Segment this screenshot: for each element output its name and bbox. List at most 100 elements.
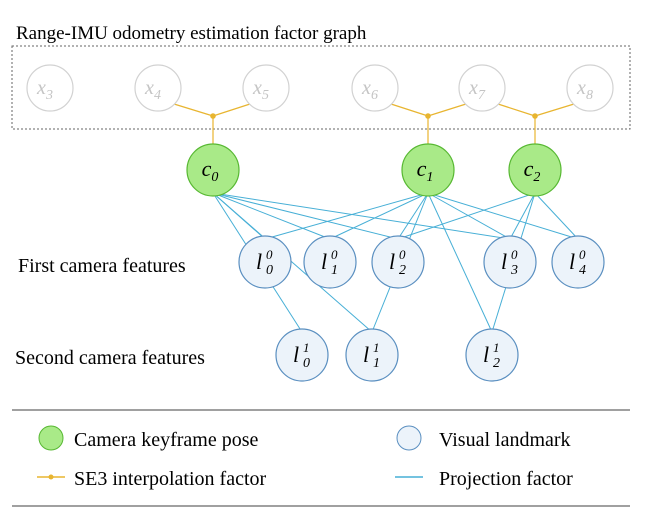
projection-factor-edge	[329, 192, 429, 240]
state-node-x6: x6	[351, 64, 399, 112]
landmark-feature-index: 4	[579, 263, 586, 278]
state-node-circle	[458, 64, 506, 112]
state-var: x	[468, 77, 478, 99]
state-node-x5: x5	[242, 64, 290, 112]
state-index: 4	[154, 88, 161, 103]
keyframe-index: 0	[211, 170, 218, 185]
projection-factor-edge	[212, 192, 399, 240]
state-index: 6	[371, 88, 378, 103]
projection-factor-edge	[264, 192, 429, 240]
landmark-feature-index: 2	[493, 356, 500, 371]
keyframe-node-circle	[401, 143, 455, 197]
legend-interpolation-dot	[48, 474, 54, 480]
state-node-label: x5	[252, 77, 269, 103]
landmark-node-circle	[275, 328, 329, 382]
state-var: x	[576, 77, 586, 99]
projection-factor-edge	[212, 192, 373, 333]
state-node-circle	[134, 64, 182, 112]
second-features-label: Second camera features	[15, 347, 205, 369]
landmark-var: l	[363, 342, 369, 367]
keyframe-node-circle	[186, 143, 240, 197]
landmark-node-circle	[238, 235, 292, 289]
state-node-label: x8	[576, 77, 593, 103]
state-node-x4: x4	[134, 64, 182, 112]
landmark-node-circle	[371, 235, 425, 289]
state-node-circle	[566, 64, 614, 112]
landmark-camera-index: 0	[579, 247, 586, 262]
landmark-feature-index: 1	[373, 356, 380, 371]
interpolation-factor-edge	[173, 103, 214, 117]
state-var: x	[36, 77, 46, 99]
landmark-var: l	[501, 249, 507, 274]
landmark-camera-index: 1	[303, 340, 310, 355]
state-index: 3	[45, 88, 53, 103]
legend-landmark-swatch	[396, 425, 422, 451]
state-node-x3: x3	[26, 64, 74, 112]
interpolation-factor-dot	[532, 113, 538, 119]
keyframe-node-label: c1	[417, 156, 434, 185]
state-node-x7: x7	[458, 64, 506, 112]
state-node-label: x4	[144, 77, 161, 103]
landmark-var: l	[483, 342, 489, 367]
state-node-circle	[242, 64, 290, 112]
keyframe-node-c1: c1	[401, 143, 455, 197]
projection-factor-edge	[427, 192, 511, 240]
state-var: x	[252, 77, 262, 99]
interpolation-factor-edge	[427, 103, 467, 117]
projection-factor-edge	[509, 192, 536, 240]
keyframe-index: 2	[533, 170, 540, 185]
projection-factor-edge	[397, 192, 429, 240]
state-index: 8	[586, 88, 593, 103]
landmark-camera-index: 1	[373, 340, 380, 355]
landmark-feature-index: 2	[399, 263, 406, 278]
state-node-label: x6	[361, 77, 378, 103]
landmark-node-circle	[345, 328, 399, 382]
state-var: x	[361, 77, 371, 99]
keyframe-node-label: c2	[524, 156, 541, 185]
landmark-camera-index: 0	[266, 247, 273, 262]
projection-factor-edge	[427, 192, 579, 240]
projection-factor-edge	[534, 192, 579, 240]
projection-factor-edge	[427, 192, 493, 333]
legend-landmark-label: Visual landmark	[439, 429, 571, 451]
landmark-feature-index: 3	[510, 263, 518, 278]
interpolation-factor-dot	[425, 113, 431, 119]
landmark-feature-index: 0	[266, 263, 273, 278]
projection-factor-edge	[397, 192, 536, 240]
landmark-node-circle	[551, 235, 605, 289]
interpolation-factor-edge	[390, 103, 429, 117]
first-features-label: First camera features	[18, 255, 186, 277]
keyframe-var: c	[417, 156, 427, 181]
state-index: 7	[478, 88, 486, 103]
landmark-camera-index: 1	[493, 340, 500, 355]
state-node-circle	[351, 64, 399, 112]
legend-interpolation-label: SE3 interpolation factor	[74, 468, 267, 490]
keyframe-var: c	[524, 156, 534, 181]
legend-keyframe-swatch	[38, 425, 64, 451]
landmark-node-circle	[303, 235, 357, 289]
landmark-var: l	[321, 249, 327, 274]
landmark-node-circle	[483, 235, 537, 289]
keyframe-var: c	[202, 156, 212, 181]
landmark-node-circle	[465, 328, 519, 382]
keyframe-node-label: c0	[202, 156, 219, 185]
projection-factor-edge	[212, 192, 331, 240]
state-group-box	[11, 45, 631, 130]
landmark-var: l	[389, 249, 395, 274]
state-var: x	[144, 77, 154, 99]
state-node-label: x3	[36, 77, 53, 103]
keyframe-index: 1	[426, 170, 433, 185]
state-node-x8: x8	[566, 64, 614, 112]
keyframe-node-c0: c0	[186, 143, 240, 197]
landmark-var: l	[256, 249, 262, 274]
